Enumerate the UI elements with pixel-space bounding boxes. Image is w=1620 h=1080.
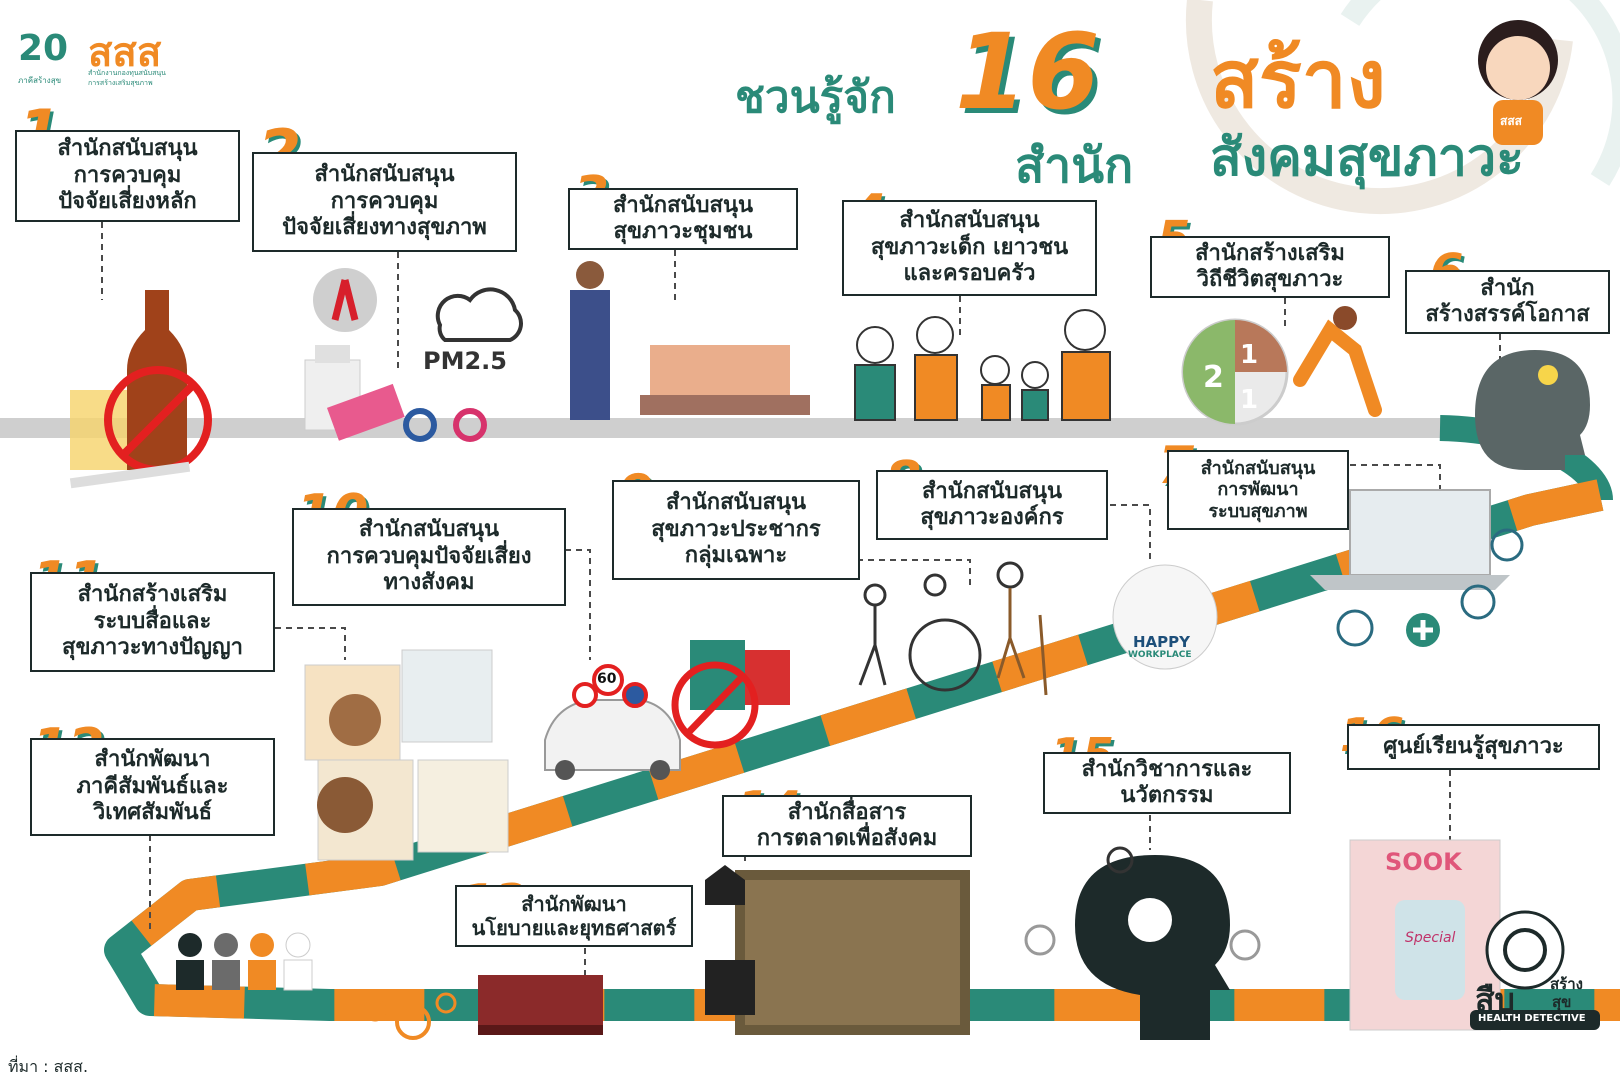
office-4-box: สำนักสนับสนุน สุขภาวะเด็ก เยาวชน และครอบ… — [842, 200, 1097, 296]
innovation-head-icon — [1024, 846, 1261, 1040]
people-with-disabilities-icon — [858, 561, 1048, 696]
detective-label-4: HEALTH DETECTIVE — [1478, 1013, 1586, 1024]
bottle-prohibited-icon — [69, 290, 212, 489]
office-2-label: สำนักสนับสนุน การควบคุม ปัจจัยเสี่ยงทางส… — [282, 162, 487, 241]
happy-workplace-label-2: WORKPLACE — [1128, 650, 1192, 660]
office-6-label: สำนัก สร้างสรรค์โอกาส — [1425, 275, 1590, 327]
community-people-icon — [570, 261, 810, 420]
plate-number-2: 2 — [1203, 360, 1224, 395]
office-13-box: สำนักพัฒนา นโยบายและยุทธศาสตร์ — [455, 885, 693, 947]
office-11-label: สำนักสร้างเสริม ระบบสื่อและ สุขภาวะทางปั… — [62, 582, 243, 661]
office-5-box: สำนักสร้างเสริม วิถีชีวิตสุขภาวะ — [1150, 236, 1390, 298]
detective-label-2: สร้าง — [1550, 975, 1583, 993]
office-10-box: สำนักสนับสนุน การควบคุมปัจจัยเสี่ยง ทางส… — [292, 508, 566, 606]
magazine-subtitle: Special — [1405, 930, 1456, 946]
office-1-box: สำนักสนับสนุน การควบคุม ปัจจัยเสี่ยงหลัก — [15, 130, 240, 222]
title-create: สร้าง — [1210, 33, 1386, 126]
office-7-box: สำนักสนับสนุน การพัฒนา ระบบสุขภาพ — [1167, 450, 1349, 530]
detective-label-3: สุข — [1552, 993, 1572, 1011]
health-risk-icons — [304, 268, 523, 442]
office-15-label: สำนักวิชาการและ นวัตกรรม — [1081, 756, 1253, 808]
office-3-label: สำนักสนับสนุน สุขภาวะชุมชน — [612, 192, 754, 244]
gambling-prohibited-icon — [671, 640, 790, 749]
road-diagonal — [104, 479, 1620, 1021]
office-15-box: สำนักวิชาการและ นวัตกรรม — [1043, 752, 1291, 814]
office-16-box: ศูนย์เรียนรู้สุขภาวะ — [1347, 724, 1600, 770]
office-12-label: สำนักพัฒนา ภาคีสัมพันธ์และ วิเทศสัมพันธ์ — [76, 747, 229, 826]
plate-number-1b: 1 — [1240, 385, 1259, 415]
office-9-label: สำนักสนับสนุน สุขภาวะประชากร กลุ่มเฉพาะ — [651, 490, 821, 569]
office-1-label: สำนักสนับสนุน การควบคุม ปัจจัยเสี่ยงหลัก — [57, 136, 198, 215]
brand-sub-right-1: สำนักงานกองทุนสนับสนุน — [88, 69, 166, 77]
plate-runner-icon — [1181, 306, 1382, 426]
social-marketing-film-icon — [705, 865, 970, 1035]
office-2-box: สำนักสนับสนุน การควบคุม ปัจจัยเสี่ยงทางส… — [252, 152, 517, 252]
title-office: สำนัก — [1015, 138, 1134, 194]
partners-group-icon — [176, 932, 313, 991]
office-13-label: สำนักพัฒนา นโยบายและยุทธศาสตร์ — [471, 892, 677, 940]
pm25-label: PM2.5 — [423, 347, 507, 375]
office-4-label: สำนักสนับสนุน สุขภาวะเด็ก เยาวชน และครอบ… — [870, 208, 1069, 287]
family-icon — [854, 309, 1111, 421]
happy-workplace-badge — [1112, 564, 1218, 670]
connector-7 — [1350, 464, 1441, 500]
children-books-icon — [304, 649, 509, 861]
office-3-box: สำนักสนับสนุน สุขภาวะชุมชน — [568, 188, 798, 250]
office-14-label: สำนักสื่อสาร การตลาดเพื่อสังคม — [756, 799, 938, 851]
connector-8 — [1110, 504, 1151, 560]
office-8-label: สำนักสนับสนุน สุขภาวะองค์กร — [920, 478, 1064, 530]
brand-name: สสส — [88, 30, 162, 76]
car-traffic-signs-icon — [544, 664, 681, 780]
creative-head-icon — [1475, 350, 1590, 470]
office-11-box: สำนักสร้างเสริม ระบบสื่อและ สุขภาวะทางปั… — [30, 572, 275, 672]
magazine-title: SOOK — [1385, 848, 1462, 876]
source-note: ที่มา : สสส. — [8, 1057, 89, 1076]
office-16-label: ศูนย์เรียนรู้สุขภาวะ — [1383, 733, 1564, 759]
title-number: 16 — [955, 11, 1100, 133]
connector-11 — [275, 627, 346, 660]
detective-label-1: สืบ — [1475, 981, 1515, 1019]
title-intro: ชวนรู้จัก — [735, 72, 896, 123]
mascot-girl-icon — [1478, 20, 1558, 145]
sss-logo: 20 สสส ภาคีสร้างสุข สำนักงานกองทุนสนับสน… — [18, 20, 168, 90]
title-society: สังคมสุขภาวะ — [1210, 128, 1525, 188]
happy-workplace-label-1: HAPPY — [1133, 633, 1191, 651]
connector-10 — [565, 549, 591, 660]
office-14-box: สำนักสื่อสาร การตลาดเพื่อสังคม — [722, 795, 972, 857]
office-10-label: สำนักสนับสนุน การควบคุมปัจจัยเสี่ยง ทางส… — [326, 517, 532, 596]
office-9-box: สำนักสนับสนุน สุขภาวะประชากร กลุ่มเฉพาะ — [612, 480, 860, 580]
speed-sign-label: 60 — [597, 671, 617, 687]
sook-magazine-icon — [1349, 839, 1501, 1031]
anniversary-number: 20 — [18, 28, 69, 69]
office-7-label: สำนักสนับสนุน การพัฒนา ระบบสุขภาพ — [1200, 457, 1316, 522]
detective-mascot-icon — [1470, 910, 1600, 1030]
brand-sub-right-2: การสร้างเสริมสุขภาพ — [88, 79, 153, 87]
policy-book-icon — [363, 975, 603, 1040]
mascot-badge: สสส — [1500, 114, 1522, 128]
office-6-box: สำนัก สร้างสรรค์โอกาส — [1405, 270, 1610, 334]
plate-number-1a: 1 — [1240, 340, 1259, 370]
office-12-box: สำนักพัฒนา ภาคีสัมพันธ์และ วิเทศสัมพันธ์ — [30, 738, 275, 836]
brand-sub-left: ภาคีสร้างสุข — [18, 76, 62, 85]
laptop-medical-icon — [1310, 489, 1524, 647]
connector-9 — [835, 559, 971, 590]
office-5-label: สำนักสร้างเสริม วิถีชีวิตสุขภาวะ — [1195, 240, 1345, 292]
office-8-box: สำนักสนับสนุน สุขภาวะองค์กร — [876, 470, 1108, 540]
